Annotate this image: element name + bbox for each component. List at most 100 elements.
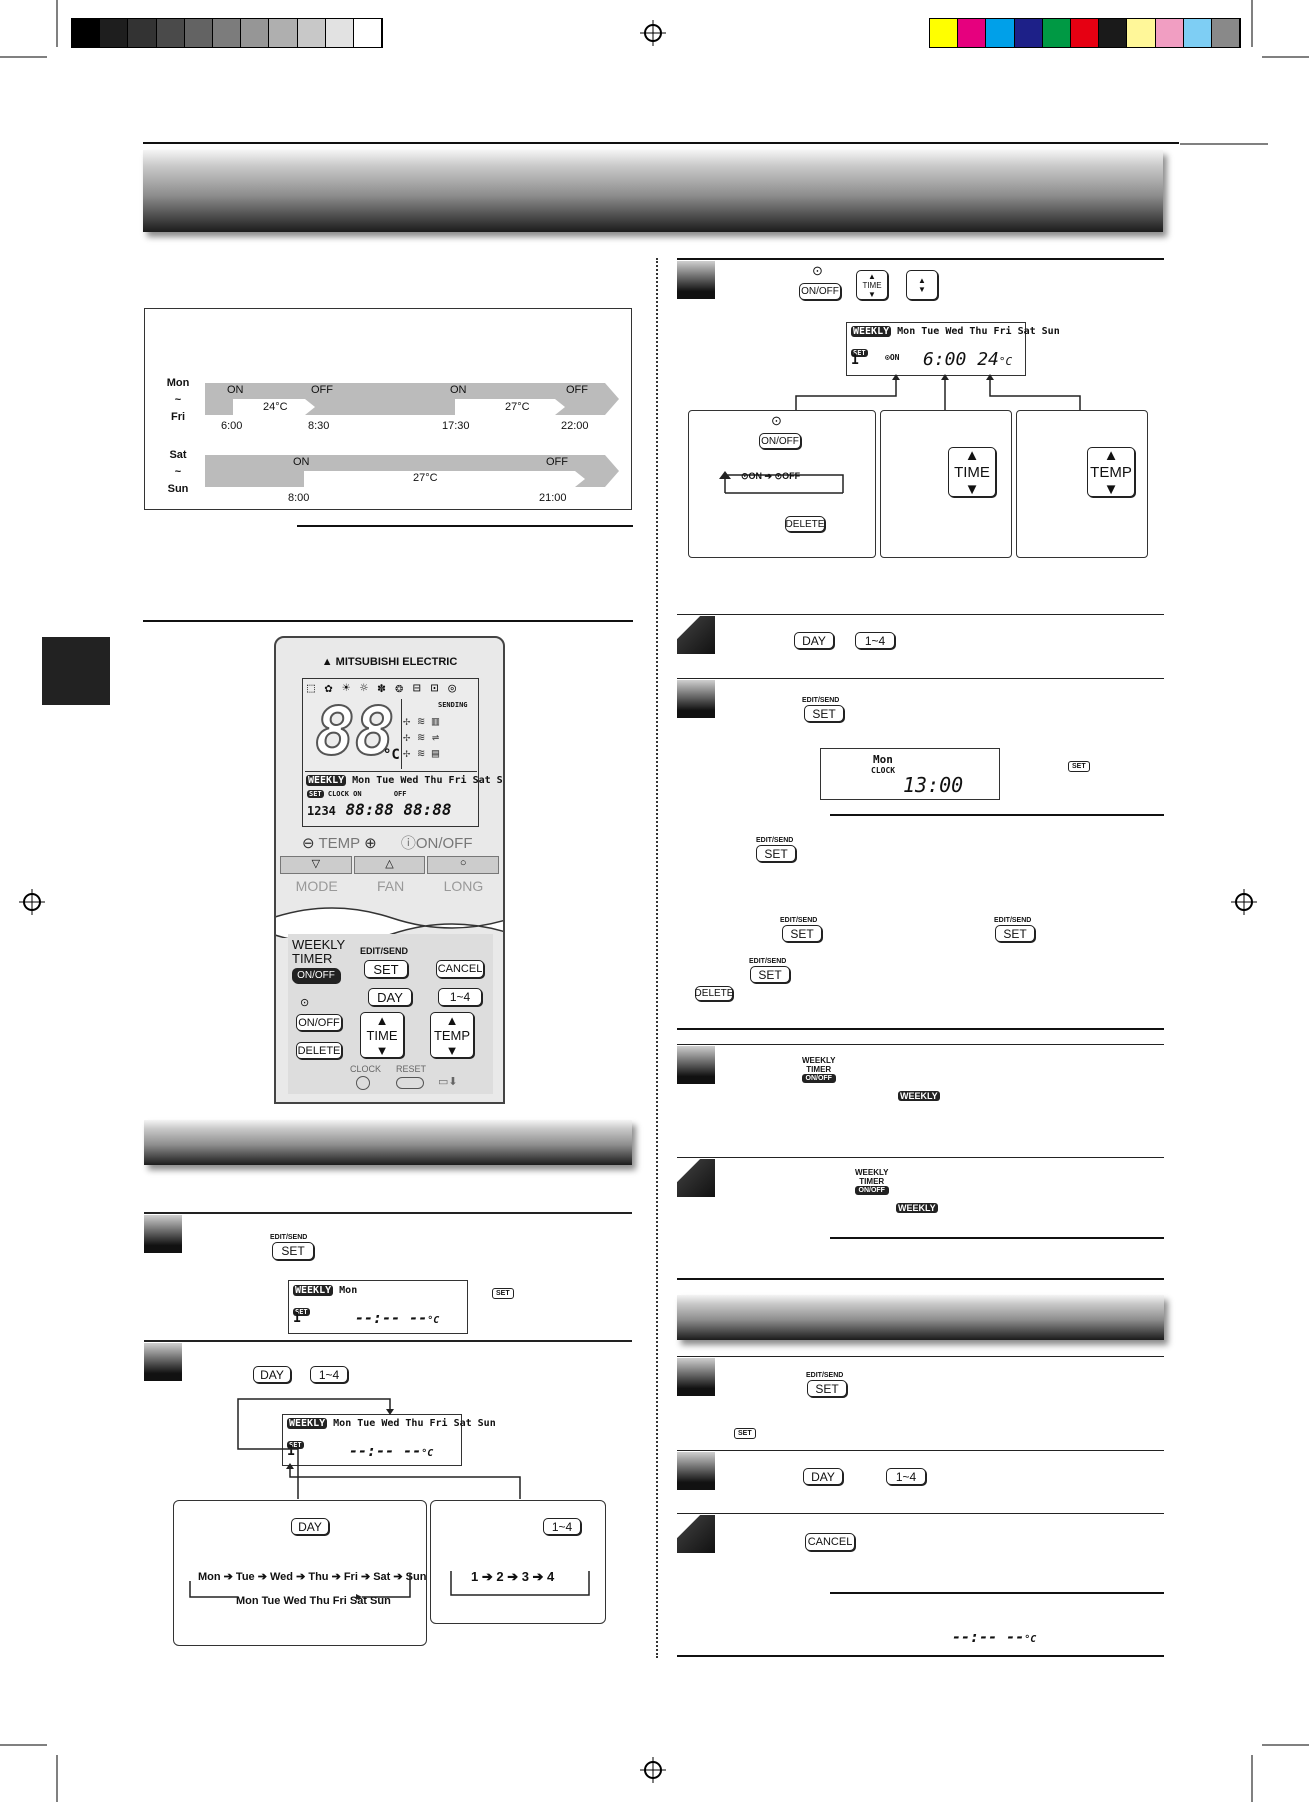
temp-plus-icon[interactable]: ⊕ [364,835,377,852]
time-button[interactable]: ▲TIME▼ [360,1012,404,1058]
set-button[interactable]: SET [756,845,796,862]
day-button[interactable]: DAY [803,1468,843,1485]
weekly-timer-label-1: WEEKLY [855,1168,889,1177]
weekly-indicator: WEEKLY [306,775,347,786]
sending-indicator: SENDING [438,701,468,709]
time-button[interactable]: ▲TIME▼ [948,447,996,498]
page-title-bar [143,150,1163,232]
registration-mark-bottom [640,1757,666,1783]
time-digits: 88:88 [345,800,394,819]
edit-send-label: EDIT/SEND [780,917,818,924]
calibration-swatch [1070,19,1100,47]
weekday-time3: 17:30 [442,420,470,432]
program-cycle-sequence: 1 ➔ 2 ➔ 3 ➔ 4 [471,1569,555,1584]
program-range-button[interactable]: 1~4 [886,1468,926,1485]
lcd-time: 6:00 [923,349,967,370]
chapter-tab [42,637,110,705]
cancel-button[interactable]: CANCEL [436,960,484,978]
calibration-swatch [1155,19,1184,47]
set-button[interactable]: SET [804,705,844,722]
day-button[interactable]: DAY [794,632,834,649]
day-indicator: Mon [339,1285,358,1296]
set-button[interactable]: SET [364,960,408,978]
time-button[interactable]: ▲TIME▼ [856,270,888,300]
temp-up-button[interactable]: △ [353,856,426,874]
power-label: ON/OFF [415,835,473,852]
weekend-temp: 27°C [413,472,438,484]
day-button[interactable]: DAY [253,1366,291,1383]
weekday-time4: 22:00 [561,420,589,432]
set-indicator: SET [287,1441,304,1449]
weekend-label-tilde: ~ [174,466,182,478]
program-range-button[interactable]: 1~4 [543,1518,581,1535]
calibration-bar-color [929,18,1241,48]
section-rule-remote [143,620,633,622]
temp-button[interactable]: ▲TEMP▼ [1087,447,1135,498]
delete-button[interactable]: DELETE [296,1042,342,1059]
reset-button[interactable] [396,1077,424,1089]
set-button[interactable]: SET [782,925,822,942]
calibration-bar-gray [71,18,383,48]
on-indicator: ⊙ON [885,353,900,362]
day-button[interactable]: DAY [368,988,412,1006]
weekly-indicator: WEEKLY [898,1091,940,1101]
on-off-button[interactable]: ON/OFF [296,1014,342,1031]
calibration-swatch [156,19,185,47]
temp-unit: °C [383,747,400,763]
temp-button[interactable]: ▲▼ [906,270,938,300]
lcd-clock-label: CLOCK [871,766,896,775]
weekly-timer-onoff-button[interactable]: ON/OFF [855,1186,889,1195]
set-button[interactable]: SET [272,1242,314,1260]
delete-button[interactable]: DELETE [694,986,734,1001]
day-indicators: Mon Tue Wed Thu Fri Sat Sun [333,1418,496,1429]
edit-send-label: EDIT/SEND [994,917,1032,924]
weekday-time2: 8:30 [308,420,330,432]
step-3-marker [677,261,715,299]
temp-minus-icon[interactable]: ⊖ [302,835,315,852]
program-range-button[interactable]: 1~4 [310,1366,348,1383]
on-off-button[interactable]: ON/OFF [799,283,841,300]
mode-button[interactable]: MODE [295,878,338,894]
set-button[interactable]: SET [807,1380,847,1397]
page-top-rule [143,142,1179,144]
set-button[interactable]: SET [995,925,1035,942]
power-button[interactable]: ○ [427,856,500,874]
weekend-timeline [205,455,619,487]
blank-time-temp: --:-- -- [349,1442,422,1460]
weekday-label-end: Fri [170,411,186,423]
long-button[interactable]: LONG [443,878,484,894]
calibration-swatch [1211,19,1241,47]
weekly-timer-label-1: WEEKLY [802,1056,836,1065]
set-button[interactable]: SET [750,966,790,983]
weekly-timer-onoff-button[interactable]: ON/OFF [292,968,340,983]
temp-button[interactable]: ▲TEMP▼ [430,1012,474,1058]
step-6-marker [677,1046,715,1084]
time-adjust-box: ▲TIME▼ [880,410,1012,558]
day-button[interactable]: DAY [291,1518,329,1535]
weekday-timeline [205,383,619,415]
weekday-off2: OFF [566,384,588,396]
calibration-swatch [1183,19,1212,47]
remote-brand: ▲ MITSUBISHI ELECTRIC [321,656,458,668]
cancel-button[interactable]: CANCEL [805,1533,855,1551]
fan-button[interactable]: FAN [377,878,405,894]
day-cycle-box: DAY Mon ➔ Tue ➔ Wed ➔ Thu ➔ Fri ➔ Sat ➔ … [173,1500,427,1646]
calibration-swatch [958,19,987,47]
clock-button[interactable] [356,1076,370,1090]
program-range-button[interactable]: 1~4 [855,632,895,649]
lcd-day: Mon [873,753,893,766]
delete-button[interactable]: DELETE [785,516,825,532]
off-indicator: OFF [393,790,407,798]
program-range-button[interactable]: 1~4 [438,988,482,1006]
weekly-timer-onoff-button[interactable]: ON/OFF [802,1074,836,1083]
on-off-button[interactable]: ON/OFF [759,433,801,449]
weekend-on: ON [293,456,310,468]
step-2-marker [144,1343,182,1381]
lcd-clock: Mon CLOCK 13:00 [820,748,1000,800]
set-indicator-small: SET [734,1428,756,1439]
weekday-off1: OFF [311,384,333,396]
temp-down-button[interactable]: ▽ [280,856,352,874]
schedule-example-frame: Mon ~ Fri ON OFF 24°C ON OFF 27°C 6:00 8… [144,308,632,510]
fan-icons: ✢ ≋ ▥✢ ≋ ⇌✢ ≋ ▤ [403,714,440,760]
lcd-step-2: WEEKLY Mon Tue Wed Thu Fri Sat Sun SET 1… [282,1414,496,1466]
